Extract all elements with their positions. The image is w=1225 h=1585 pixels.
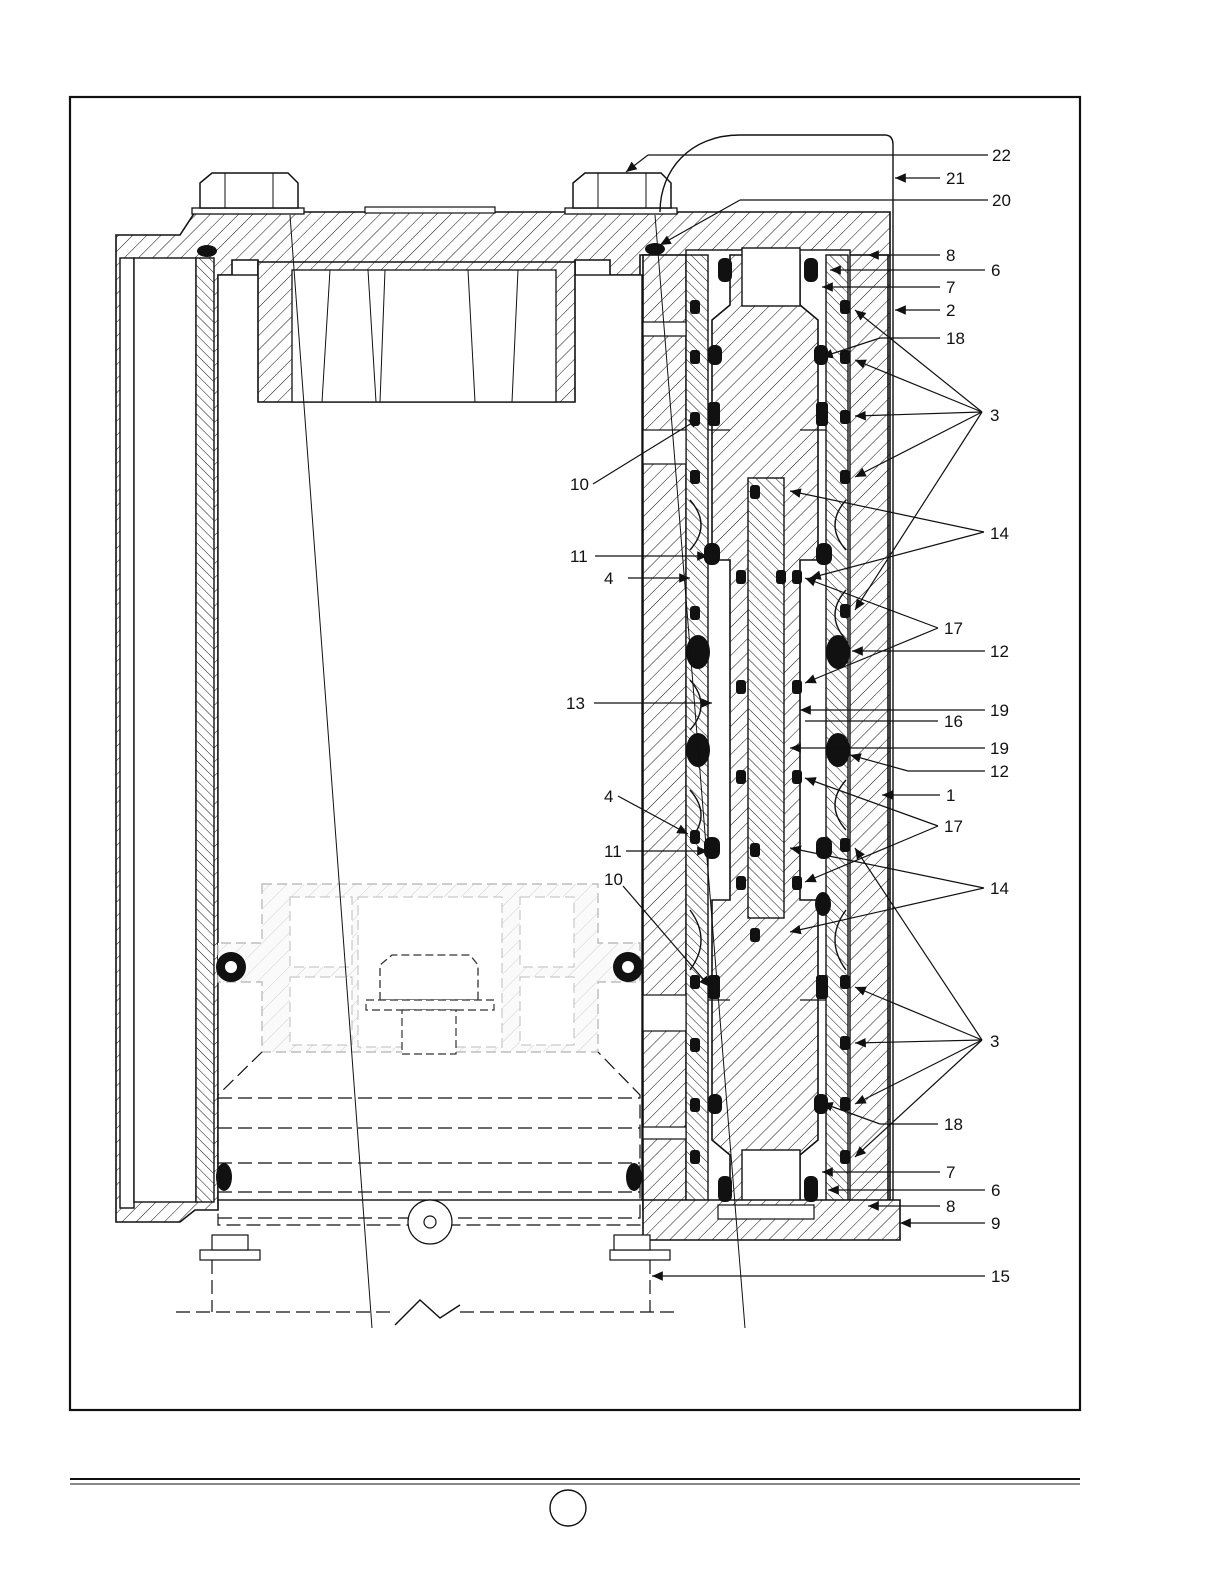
- callout-19-bottom: 19: [990, 739, 1009, 758]
- callout-11-bottom: 10: [604, 870, 623, 889]
- callout-22: 22: [992, 146, 1011, 165]
- callout-14: 13: [566, 694, 585, 713]
- callout-15-top: 14: [990, 524, 1009, 543]
- callout-16: 16: [944, 712, 963, 731]
- callout-12-bottom: 11: [604, 842, 622, 861]
- callout-8-bottom: 8: [946, 1197, 955, 1216]
- callout-12-top: 11: [570, 547, 588, 566]
- callout-3-bottom: 3: [990, 1032, 999, 1051]
- callout-17-top: 17: [944, 619, 963, 638]
- callout-4-bottom: 4: [604, 787, 613, 806]
- piston-phantom: [218, 884, 640, 1054]
- callout-17-bottom: 17: [944, 817, 963, 836]
- callout-3-top: 3: [990, 406, 999, 425]
- callout-4-top: 4: [604, 569, 613, 588]
- callout-19-top: 19: [990, 701, 1009, 720]
- oring-seal-icon: [197, 245, 217, 257]
- callout-15-bottom: 14: [990, 879, 1009, 898]
- callout-13-bottom: 12: [990, 762, 1009, 781]
- valve-block: [643, 248, 900, 1240]
- callout-8-top: 8: [946, 246, 955, 265]
- callout-2: 2: [946, 301, 955, 320]
- callout-9: 9: [991, 1214, 1000, 1233]
- callout-20: 20: [992, 191, 1011, 210]
- callout-10: 15: [991, 1267, 1010, 1286]
- oring-seal-icon: [645, 243, 665, 255]
- callout-7-top: 7: [946, 278, 955, 297]
- callout-18-top: 18: [946, 329, 965, 348]
- callout-6-top: 6: [991, 261, 1000, 280]
- callout-7-bottom: 7: [946, 1163, 955, 1182]
- callout-13-top: 12: [990, 642, 1009, 661]
- callout-18-bottom: 18: [944, 1115, 963, 1134]
- callout-21: 21: [946, 169, 965, 188]
- callout-6-bottom: 6: [991, 1181, 1000, 1200]
- callout-1: 1: [946, 786, 955, 805]
- bolt-head-left: [192, 173, 304, 214]
- callout-11-top: 10: [570, 475, 589, 494]
- page-number-circle: [550, 1490, 586, 1526]
